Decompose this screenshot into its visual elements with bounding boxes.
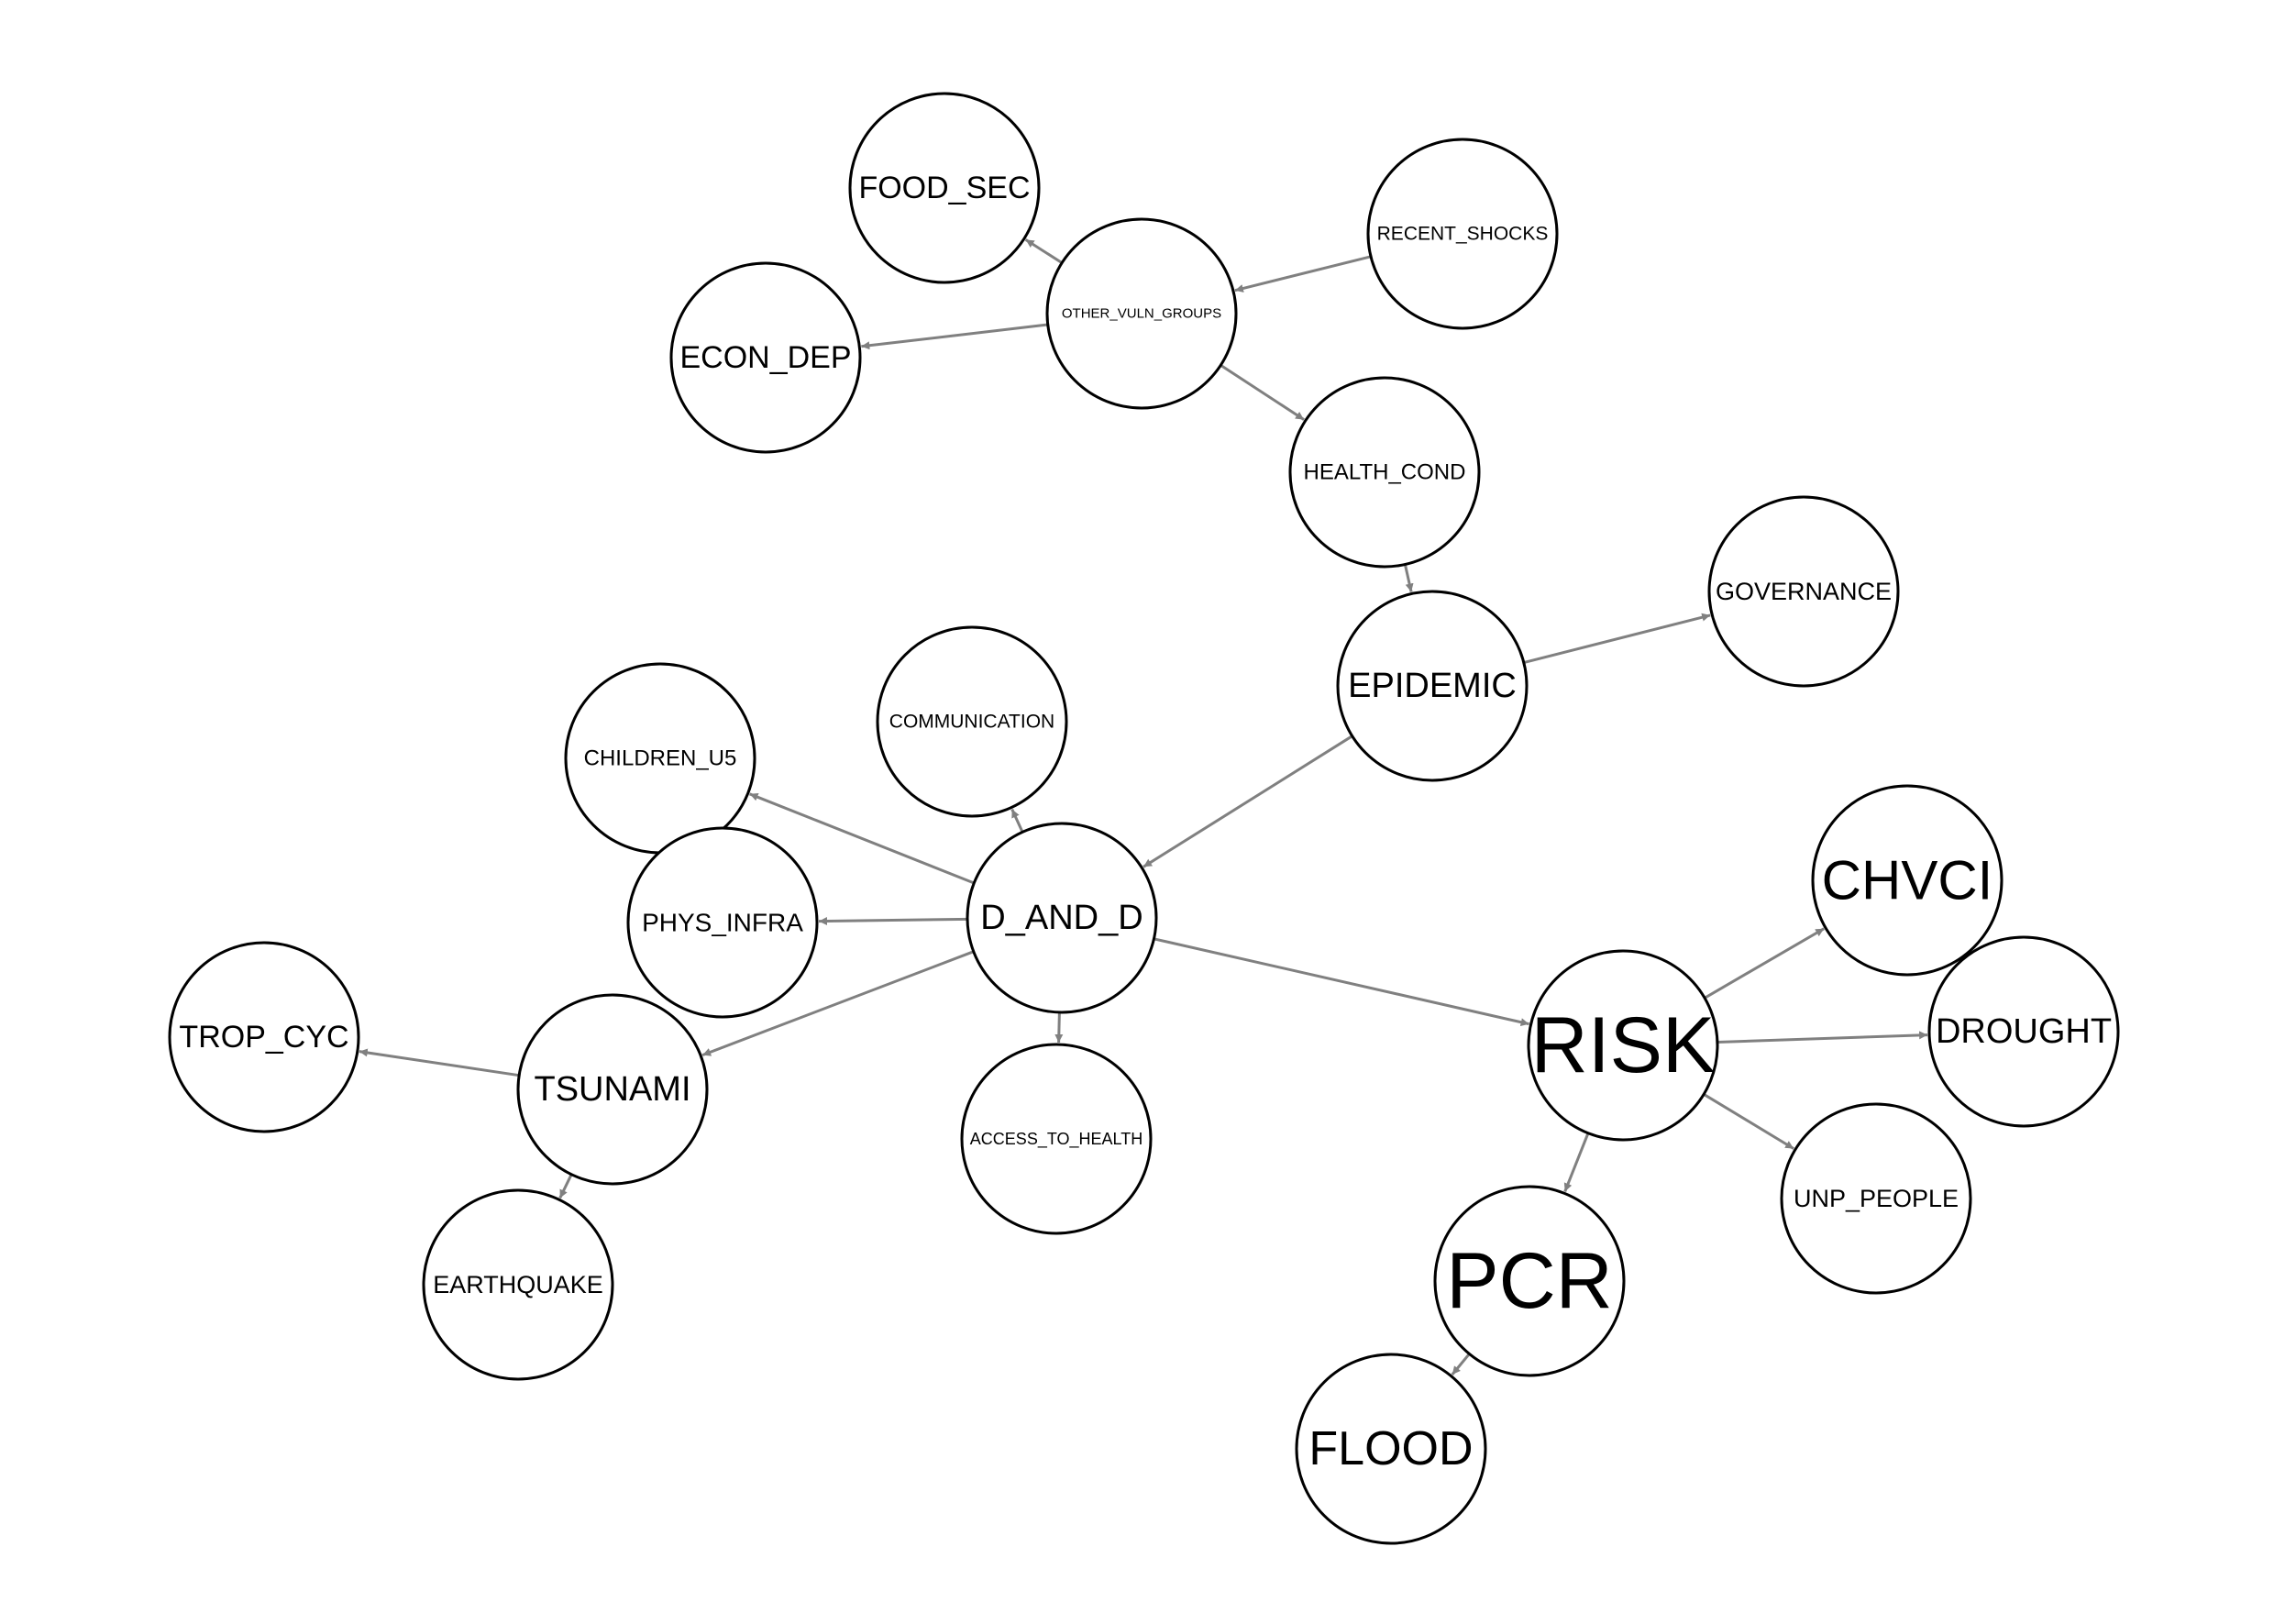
node-access-to-health: ACCESS_TO_HEALTH xyxy=(960,1043,1153,1235)
node-circle xyxy=(1527,949,1719,1142)
edge-other-vuln-groups-to-health-cond xyxy=(1220,364,1305,421)
node-label: FOOD_SEC xyxy=(858,171,1030,205)
node-circle xyxy=(1366,138,1559,330)
node-health-cond: HEALTH_COND xyxy=(1288,376,1481,569)
node-label: FLOOD xyxy=(1308,1422,1473,1475)
edge-d-and-d-to-access-to-health xyxy=(1054,1011,1064,1044)
node-circle xyxy=(1336,590,1529,782)
edge-d-and-d-to-risk xyxy=(1154,937,1529,1027)
node-label: ECON_DEP xyxy=(679,340,851,375)
edge-recent-shocks-to-other-vuln-groups xyxy=(1234,255,1372,293)
edge-other-vuln-groups-to-econ-dep xyxy=(861,323,1048,350)
node-flood: FLOOD xyxy=(1295,1353,1487,1545)
node-governance: GOVERNANCE xyxy=(1707,495,1900,688)
node-label: TROP_CYC xyxy=(179,1020,348,1055)
edge-epidemic-to-governance xyxy=(1523,613,1711,665)
edge-tsunami-to-earthquake xyxy=(558,1174,573,1199)
node-circle xyxy=(168,941,360,1133)
edge-d-and-d-to-children-u5 xyxy=(749,792,975,885)
node-circle xyxy=(1780,1102,1972,1295)
node-chvci: CHVCI xyxy=(1811,784,2004,977)
node-other-vuln-groups: OTHER_VULN_GROUPS xyxy=(1045,217,1238,410)
node-circle xyxy=(669,261,862,454)
edge-d-and-d-to-tsunami xyxy=(701,950,975,1057)
node-circle xyxy=(876,625,1068,818)
node-label: RECENT_SHOCKS xyxy=(1377,224,1549,245)
node-food-sec: FOOD_SEC xyxy=(848,92,1041,284)
node-trop-cyc: TROP_CYC xyxy=(168,941,360,1133)
edge-risk-to-drought xyxy=(1717,1031,1928,1044)
node-label: RISK xyxy=(1531,1001,1716,1089)
node-risk: RISK xyxy=(1527,949,1719,1142)
node-tsunami: TSUNAMI xyxy=(516,993,709,1186)
node-circle xyxy=(966,822,1158,1014)
node-label: GOVERNANCE xyxy=(1716,578,1892,605)
node-phys-infra: PHYS_INFRA xyxy=(626,826,819,1019)
node-d-and-d: D_AND_D xyxy=(966,822,1158,1014)
edge-risk-to-pcr xyxy=(1563,1132,1590,1192)
node-circle xyxy=(1045,217,1238,410)
edge-d-and-d-to-phys-infra xyxy=(818,916,968,925)
node-circle xyxy=(1811,784,2004,977)
node-circle xyxy=(1433,1185,1626,1377)
node-label: PHYS_INFRA xyxy=(642,909,803,937)
node-label: DROUGHT xyxy=(1936,1012,2112,1051)
nodes: FOOD_SEC RECENT_SHOCKS OTHER_VULN_GROUPS EC… xyxy=(168,92,2120,1545)
node-label: HEALTH_COND xyxy=(1304,460,1466,485)
edge-risk-to-unp-people xyxy=(1703,1093,1794,1150)
node-label: CHVCI xyxy=(1822,850,1993,911)
node-label: TSUNAMI xyxy=(535,1070,691,1109)
edge-pcr-to-flood xyxy=(1451,1353,1471,1375)
edge-d-and-d-to-communication xyxy=(1010,808,1024,834)
node-circle xyxy=(422,1188,614,1381)
node-circle xyxy=(1707,495,1900,688)
node-earthquake: EARTHQUAKE xyxy=(422,1188,614,1381)
edges xyxy=(359,238,1928,1375)
edge-risk-to-chvci xyxy=(1704,927,1825,1000)
node-communication: COMMUNICATION xyxy=(876,625,1068,818)
node-unp-people: UNP_PEOPLE xyxy=(1780,1102,1972,1295)
node-label: OTHER_VULN_GROUPS xyxy=(1062,306,1221,322)
node-label: EARTHQUAKE xyxy=(433,1271,603,1298)
edge-health-cond-to-epidemic xyxy=(1403,564,1414,592)
node-drought: DROUGHT xyxy=(1927,935,2120,1128)
node-econ-dep: ECON_DEP xyxy=(669,261,862,454)
node-children-u5: CHILDREN_U5 xyxy=(564,662,756,855)
node-circle xyxy=(1295,1353,1487,1545)
node-label: D_AND_D xyxy=(980,899,1143,937)
node-circle xyxy=(960,1043,1153,1235)
node-label: EPIDEMIC xyxy=(1348,667,1517,705)
node-label: CHILDREN_U5 xyxy=(584,746,737,771)
node-pcr: PCR xyxy=(1433,1185,1626,1377)
node-label: COMMUNICATION xyxy=(889,712,1054,733)
node-epidemic: EPIDEMIC xyxy=(1336,590,1529,782)
node-label: PCR xyxy=(1446,1237,1613,1325)
node-label: ACCESS_TO_HEALTH xyxy=(970,1130,1143,1149)
node-circle xyxy=(1288,376,1481,569)
node-circle xyxy=(516,993,709,1186)
node-label: UNP_PEOPLE xyxy=(1794,1185,1959,1212)
node-circle xyxy=(1927,935,2120,1128)
node-circle xyxy=(626,826,819,1019)
edge-other-vuln-groups-to-food-sec xyxy=(1024,238,1063,264)
edge-tsunami-to-trop-cyc xyxy=(359,1048,520,1077)
node-recent-shocks: RECENT_SHOCKS xyxy=(1366,138,1559,330)
node-circle xyxy=(848,92,1041,284)
edge-epidemic-to-d-and-d xyxy=(1143,735,1353,868)
